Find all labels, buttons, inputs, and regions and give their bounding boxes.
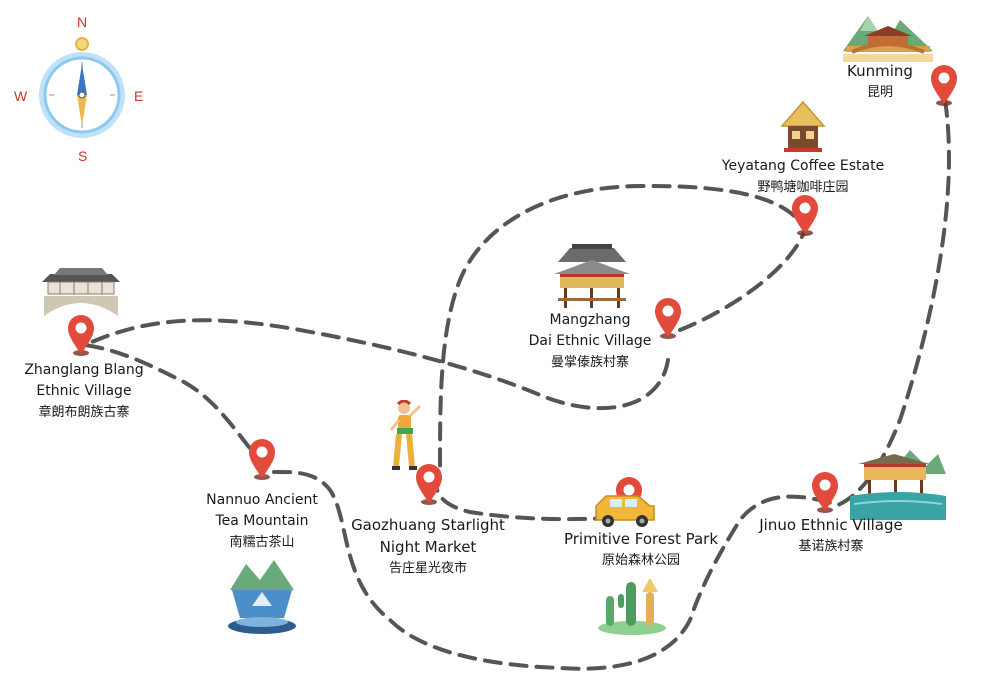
compass: [30, 30, 130, 140]
location-label-primitive: Primitive Forest Park 原始森林公园: [556, 528, 726, 572]
location-name-en: Nannuo Ancient: [206, 492, 318, 508]
tea-mountain-icon: [226, 556, 298, 640]
location-name-en-line2: Night Market: [379, 538, 477, 556]
location-name-en: Zhanglang Blang: [24, 362, 144, 378]
dancer-icon: [388, 400, 424, 474]
location-name-en: Kunming: [847, 62, 913, 80]
location-label-mangzhang: Mangzhang Dai Ethnic Village 曼掌傣族村寨: [520, 310, 660, 373]
location-name-en: Primitive Forest Park: [563, 530, 719, 548]
map-pin-icon[interactable]: [929, 64, 959, 106]
location-name-en-line2: Tea Mountain: [215, 513, 309, 529]
location-name-zh: 章朗布朗族古寨: [38, 405, 130, 420]
compass-east: E: [134, 88, 144, 104]
map-pin-icon[interactable]: [653, 297, 683, 339]
covered-bridge-icon: [40, 266, 122, 320]
location-name-zh: 告庄星光夜市: [388, 561, 467, 576]
car-icon: [592, 492, 658, 528]
map-pin-icon[interactable]: [810, 471, 840, 513]
location-label-zhanglang: Zhanglang Blang Ethnic Village 章朗布朗族古寨: [14, 360, 154, 423]
lakeside-village-icon: [850, 444, 946, 520]
location-name-en: Gaozhuang Starlight: [351, 516, 505, 534]
location-name-en: Mangzhang: [549, 312, 631, 328]
dai-house-icon: [552, 244, 632, 310]
location-name-en-line2: Ethnic Village: [36, 383, 132, 399]
compass-icon: [39, 37, 125, 138]
location-name-zh: 野鸭塘咖啡庄园: [757, 180, 849, 195]
map-pin-icon[interactable]: [247, 438, 277, 480]
location-label-jinuo: Jinuo Ethnic Village 基诺族村寨: [746, 514, 916, 558]
location-label-nannuo: Nannuo Ancient Tea Mountain 南糯古茶山: [192, 490, 332, 553]
compass-west: W: [14, 88, 28, 104]
location-name-en: Yeyatang Coffee Estate: [721, 158, 885, 174]
map-pin-icon[interactable]: [66, 314, 96, 356]
location-name-zh: 基诺族村寨: [798, 539, 864, 554]
map-pin-icon[interactable]: [414, 463, 444, 505]
cactus-garden-icon: [596, 574, 668, 636]
compass-south: S: [78, 148, 88, 164]
compass-north: N: [77, 14, 88, 30]
pavilion-bridge-icon: [838, 6, 938, 68]
location-name-zh: 南糯古茶山: [229, 535, 295, 550]
map-pin-icon[interactable]: [790, 194, 820, 236]
location-label-gaozhuang: Gaozhuang Starlight Night Market 告庄星光夜市: [338, 514, 518, 580]
location-name-zh: 昆明: [866, 85, 893, 100]
location-label-yeyatang: Yeyatang Coffee Estate 野鸭塘咖啡庄园: [718, 156, 888, 198]
location-name-en-line2: Dai Ethnic Village: [528, 333, 652, 349]
location-name-zh: 曼掌傣族村寨: [550, 355, 629, 370]
location-name-en: Jinuo Ethnic Village: [759, 516, 903, 534]
location-label-kunming: Kunming 昆明: [840, 60, 920, 104]
hut-icon: [780, 100, 826, 156]
location-name-zh: 原始森林公园: [601, 553, 680, 568]
